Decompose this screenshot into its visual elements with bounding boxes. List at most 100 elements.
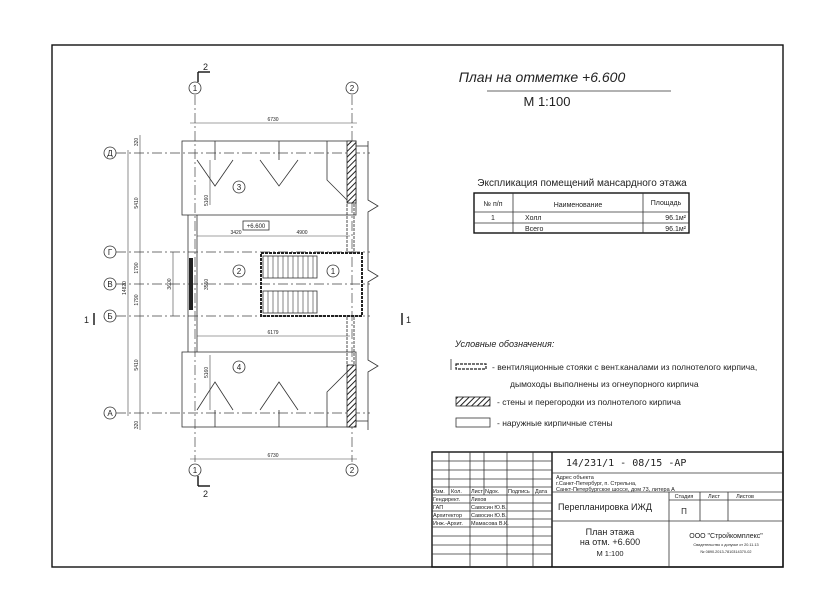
break-lines [356, 141, 379, 430]
svg-text:Свидетельство о допуске от 20.: Свидетельство о допуске от 20.11.13 [693, 543, 758, 547]
outer-wall-icon [455, 417, 491, 428]
section-mark-1-left: 1 [84, 313, 95, 325]
axis-column-1: 1 1 [188, 81, 202, 477]
svg-text:Б: Б [107, 312, 112, 321]
svg-text:Савосин Ю.В.: Савосин Ю.В. [471, 505, 507, 511]
svg-text:Лист: Лист [471, 489, 483, 495]
svg-text:6179: 6179 [267, 330, 278, 336]
svg-text:1: 1 [491, 215, 495, 222]
svg-text:Г: Г [108, 248, 113, 257]
svg-text:Условные обозначения:: Условные обозначения: [454, 339, 555, 349]
table-row: 1 Холл 96.1м² [491, 215, 687, 222]
svg-text:№ п/п: № п/п [484, 201, 503, 208]
sheet-frame [51, 44, 784, 568]
svg-text:Наименование: Наименование [554, 202, 603, 209]
svg-text:1: 1 [84, 315, 89, 325]
legend: Условные обозначения: - вентиляционные с… [450, 339, 757, 428]
svg-text:4900: 4900 [296, 230, 307, 236]
svg-text:96.1м²: 96.1м² [665, 215, 686, 222]
axis-row-v: В [103, 277, 370, 291]
svg-text:1790: 1790 [134, 294, 140, 305]
svg-text:Лихов: Лихов [471, 497, 486, 503]
plan-scale: М 1:100 [524, 94, 571, 109]
svg-text:- наружные кирпичные стены: - наружные кирпичные стены [497, 418, 613, 428]
room-2-label: 2 [237, 267, 242, 276]
svg-text:1: 1 [406, 315, 411, 325]
explication-table: № п/п Наименование Площадь 1 Холл 96.1м²… [473, 192, 690, 234]
svg-text:План этажа: План этажа [586, 527, 635, 537]
axis-row-b: Б [103, 309, 370, 323]
svg-text:320: 320 [134, 138, 140, 147]
svg-text:г.Санкт-Петербург, п. Стрельна: г.Санкт-Петербург, п. Стрельна, [556, 481, 637, 487]
svg-text:1: 1 [193, 84, 198, 93]
svg-text:В: В [107, 280, 112, 289]
svg-text:Санкт-Петербургское шоссе, дом: Санкт-Петербургское шоссе, дом 73, литер… [556, 487, 675, 493]
svg-text:№ 0890.2013-7810314370-02: № 0890.2013-7810314370-02 [701, 550, 752, 554]
svg-text:Стадия: Стадия [675, 494, 694, 500]
svg-text:Всего: Всего [525, 226, 543, 233]
svg-text:Площадь: Площадь [651, 200, 682, 207]
svg-text:- стены и перегородки из полно: - стены и перегородки из полнотелого кир… [497, 397, 681, 407]
upper-block: 5160 3 [181, 140, 357, 216]
svg-text:Подпись: Подпись [508, 489, 530, 495]
svg-text:2: 2 [350, 84, 355, 93]
room-1-label: 1 [331, 267, 336, 276]
plan-title: План на отметке +6.600 [459, 69, 626, 85]
title-block: Изм. Кол. Лист Nдок. Подпись Дата Гендир… [431, 451, 784, 568]
svg-text:М 1:100: М 1:100 [596, 549, 623, 558]
svg-text:320: 320 [134, 421, 140, 430]
svg-text:6730: 6730 [267, 453, 278, 459]
svg-text:14820: 14820 [122, 281, 128, 295]
svg-text:5410: 5410 [134, 197, 140, 208]
svg-text:3550: 3550 [204, 279, 210, 290]
lower-block: 5160 4 [181, 351, 357, 428]
svg-text:2: 2 [203, 489, 208, 499]
svg-text:3420: 3420 [230, 230, 241, 236]
axis-row-d: Д [103, 146, 370, 160]
svg-text:5160: 5160 [204, 195, 210, 206]
svg-text:Гендирект.: Гендирект. [433, 497, 460, 503]
section-mark-1-right: 1 [401, 313, 411, 325]
ventilation-riser-icon [450, 359, 487, 370]
hatched-wall-icon [455, 396, 491, 407]
svg-text:6730: 6730 [267, 117, 278, 123]
svg-text:2: 2 [350, 466, 355, 475]
svg-text:Изм.: Изм. [433, 489, 445, 495]
room-4-label: 4 [237, 363, 242, 372]
dimension-bottom: 6730 [190, 453, 357, 460]
svg-text:Мамасова В.К.: Мамасова В.К. [471, 521, 509, 527]
svg-text:П: П [681, 507, 687, 516]
svg-text:5410: 5410 [134, 359, 140, 370]
svg-text:ООО "Стройкомплекс": ООО "Стройкомплекс" [689, 532, 763, 540]
svg-text:96.1м²: 96.1м² [665, 226, 686, 233]
svg-text:5160: 5160 [204, 367, 210, 378]
staircase: 1 [260, 252, 363, 317]
dimension-left: 14820 5410 5410 1790 1790 320 320 3600 [122, 135, 174, 430]
svg-text:Nдок.: Nдок. [485, 489, 500, 495]
svg-text:1790: 1790 [134, 262, 140, 273]
svg-text:Архитектор: Архитектор [433, 513, 462, 519]
level-mark: +6.600 [247, 224, 266, 230]
svg-text:Д: Д [107, 149, 113, 158]
room-3-label: 3 [237, 183, 242, 192]
svg-text:Дата: Дата [535, 489, 548, 495]
svg-text:Холл: Холл [525, 215, 542, 222]
svg-text:Адрес объекта: Адрес объекта [556, 475, 595, 481]
svg-text:Инж.-Архит.: Инж.-Архит. [433, 521, 463, 527]
drawing-code: 14/231/1 - 08/15 -АР [566, 458, 686, 469]
svg-text:Листов: Листов [736, 494, 754, 500]
explication-title: Экспликация помещений мансардного этажа [477, 178, 687, 189]
table-row: Всего 96.1м² [525, 226, 687, 233]
project-name: Перепланировка ИЖД [558, 502, 652, 512]
axis-row-a: А [103, 406, 370, 420]
svg-text:3600: 3600 [167, 278, 173, 289]
svg-text:1: 1 [193, 466, 198, 475]
svg-text:А: А [107, 409, 113, 418]
section-mark-2-top: 2 [197, 62, 210, 82]
dimension-top: 6730 [190, 117, 357, 124]
svg-text:Кол.: Кол. [451, 489, 462, 495]
svg-text:Лист: Лист [708, 494, 720, 500]
svg-text:ГАП: ГАП [433, 505, 443, 511]
svg-text:Савосин Ю.В.: Савосин Ю.В. [471, 513, 507, 519]
